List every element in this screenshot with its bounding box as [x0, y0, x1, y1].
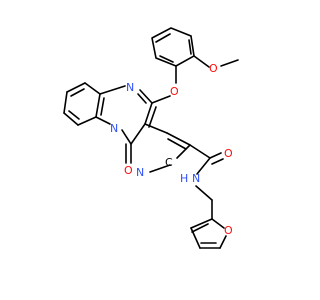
molecule-structure-drawing: O O N N O N C O H N O [63, 27, 239, 249]
ring-bond [84, 82, 101, 95]
methylene-bond [195, 185, 213, 201]
ether-oxygen-label: O [170, 85, 179, 98]
furan-double-bond [191, 223, 209, 233]
furan-bond [219, 235, 227, 249]
methoxyphenyl-ring [151, 27, 195, 67]
ring-double-bond [70, 88, 85, 97]
aryl-double-bond [155, 33, 171, 43]
ring-bond [121, 129, 132, 145]
bridgehead-nitrogen-label: N [110, 122, 118, 135]
ring-bond [144, 102, 153, 125]
aryl-double-bond [159, 55, 174, 63]
amide-carbonyl-double-bond [211, 158, 224, 165]
atom-label-layer: O O N N O N C O H N O [110, 62, 233, 237]
amide-h-label: H [180, 172, 188, 185]
ring-bond [95, 116, 111, 125]
ring-bond [66, 82, 86, 93]
amide-nitrogen-label: N [192, 172, 200, 185]
amide-carbonyl-bond [209, 152, 222, 159]
aryl-double-bond [188, 39, 192, 55]
ring-bond [139, 89, 153, 104]
vinyl-double-bond [167, 138, 187, 150]
furan-bond [190, 227, 201, 249]
ring-double-bond [100, 97, 105, 116]
ring-carbonyl-oxygen-label: O [124, 164, 133, 177]
furan-bond [190, 218, 213, 229]
ring-double-bond [68, 110, 80, 120]
ring-double-bond [137, 93, 147, 104]
ring-double-bond [148, 106, 157, 128]
furan-oxygen-label: O [224, 224, 233, 237]
nitrile-carbon-label: C [165, 156, 173, 169]
methoxy-oxygen-label: O [209, 62, 218, 75]
ring-bond [99, 85, 126, 95]
ring-bond [77, 116, 97, 126]
nitrile-bond [176, 144, 191, 159]
ring-bond [63, 91, 68, 114]
amide-n-bond [196, 157, 211, 175]
pyrimidine-nitrogen-label: N [126, 81, 134, 94]
vinyl-bond [144, 123, 168, 134]
ring-bond [63, 112, 79, 126]
amide-bond [189, 144, 211, 159]
methyl-bond [220, 59, 239, 67]
vinyl-bond [166, 132, 191, 146]
ring-bond [130, 123, 146, 145]
ring-bond [95, 93, 101, 118]
bond-layer [63, 27, 239, 249]
nitrile-triple-bond [149, 164, 171, 173]
nitrile-nitrogen-label: N [136, 166, 144, 179]
amide-oxygen-label: O [224, 147, 233, 160]
methoxy-bond [193, 55, 210, 68]
furan-bond [211, 218, 225, 229]
ether-bond [151, 95, 171, 104]
